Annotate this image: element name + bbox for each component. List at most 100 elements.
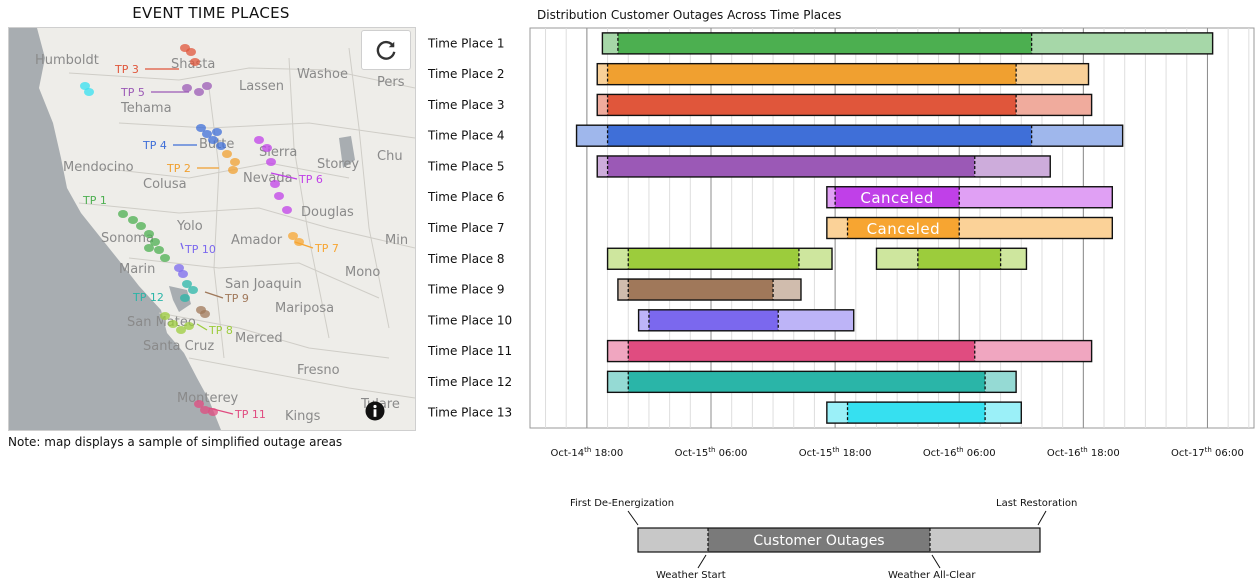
legend-all-clear-pointer <box>931 554 941 569</box>
bar-post-weather <box>985 371 1017 393</box>
county-border <box>208 87 225 359</box>
bar-outline <box>826 401 1022 424</box>
x-tick-label: Oct-14th 18:00 <box>550 446 623 459</box>
map-place-name: Monterey <box>177 391 239 406</box>
tp-label: TP 9 <box>224 292 249 305</box>
map-place-name: Mendocino <box>63 160 134 175</box>
bar-outline <box>606 339 1093 363</box>
map-place-name: Yolo <box>176 219 203 234</box>
outage-area <box>118 210 128 218</box>
county-border <box>68 67 415 89</box>
legend-post <box>930 528 1040 552</box>
map-place-name: Lassen <box>239 79 284 94</box>
outage-area <box>176 326 186 334</box>
canceled-label: Canceled <box>867 220 941 238</box>
bar-outage <box>607 155 975 177</box>
tp-arrow <box>270 172 298 180</box>
x-tick-label: Oct-15th 18:00 <box>799 446 872 459</box>
bar-pre-weather <box>597 155 608 177</box>
row-label: Time Place 5 <box>427 159 505 173</box>
bar-post-weather <box>798 248 833 270</box>
x-tick-label: Oct-16th 06:00 <box>923 446 996 459</box>
map-place-name: Nevada <box>243 171 293 186</box>
legend-outline <box>637 527 1041 553</box>
outage-area <box>212 128 222 136</box>
x-tick-date: Oct-14 <box>550 448 584 459</box>
bar-pre-weather <box>876 248 918 270</box>
refresh-button[interactable] <box>361 30 411 70</box>
map-place-name: Fresno <box>297 363 340 378</box>
outage-area <box>230 158 240 166</box>
tp-label: TP 8 <box>208 324 233 337</box>
outage-area <box>254 136 264 144</box>
bar-pre-weather <box>617 279 629 301</box>
outage-area <box>168 320 178 328</box>
bar-outage <box>628 279 774 301</box>
x-tick-sup: th <box>708 446 715 454</box>
map-place-name: Kings <box>285 409 321 424</box>
tp-label: TP 4 <box>142 139 167 152</box>
tp-label: TP 1 <box>82 194 107 207</box>
map-note: Note: map displays a sample of simplifie… <box>8 435 343 449</box>
outage-area <box>274 192 284 200</box>
bar-outage <box>648 309 779 331</box>
map-title: EVENT TIME PLACES <box>132 4 290 22</box>
info-icon[interactable] <box>365 401 385 421</box>
bar-outage <box>628 248 799 270</box>
tp-label: TP 5 <box>120 86 145 99</box>
outage-area <box>200 406 210 414</box>
map-place-name: Tehama <box>120 101 172 116</box>
outage-area <box>228 166 238 174</box>
row-label: Time Place 8 <box>427 252 505 266</box>
outage-area <box>80 82 90 90</box>
bar-outage <box>628 340 975 362</box>
outage-area <box>196 124 206 132</box>
bar-post-weather <box>778 309 854 331</box>
outage-area <box>202 82 212 90</box>
x-tick-date: Oct-17 <box>1171 448 1205 459</box>
bar-pre-weather <box>602 32 618 54</box>
map-place-name: Mariposa <box>275 301 334 316</box>
county-border <box>188 357 415 399</box>
county-border <box>158 312 390 359</box>
legend-all-clear-text: Weather All-Clear <box>888 570 976 581</box>
county-border <box>128 257 380 299</box>
bar-pre-weather <box>597 94 608 116</box>
bar-post-weather <box>974 155 1051 177</box>
outage-area <box>208 136 218 144</box>
county-border <box>118 122 415 139</box>
outage-area <box>182 280 192 288</box>
map-panel[interactable]: HumboldtShastaLassenWashoePersTehamaMend… <box>8 27 416 431</box>
bar-outline <box>637 309 855 332</box>
row-label: Time Place 1 <box>427 36 505 50</box>
bar-outline <box>596 93 1093 117</box>
row-label: Time Place 9 <box>427 283 505 297</box>
x-tick-time: 18:00 <box>1088 448 1120 459</box>
map-place-name: Douglas <box>301 205 354 220</box>
county-border <box>348 47 390 329</box>
x-tick-date: Oct-15 <box>675 448 709 459</box>
outage-area <box>154 246 164 254</box>
bar-pre-weather <box>826 402 848 424</box>
map-bay <box>169 286 191 312</box>
bar-outage <box>607 125 1032 147</box>
bar-outage <box>628 371 986 393</box>
outage-area <box>184 322 194 330</box>
map-place-name: Pers <box>377 75 405 90</box>
x-tick-label: Oct-17th 06:00 <box>1171 446 1244 459</box>
map-canvas[interactable]: HumboldtShastaLassenWashoePersTehamaMend… <box>9 28 415 430</box>
outage-area <box>194 88 204 96</box>
outage-area <box>174 264 184 272</box>
map-place-name: Min <box>385 233 408 248</box>
county-border <box>288 57 330 339</box>
tp-label: TP 10 <box>184 243 216 256</box>
outage-area <box>144 230 154 238</box>
outage-area <box>144 244 154 252</box>
bar-outline <box>606 247 833 270</box>
map-place-name: Washoe <box>297 67 348 82</box>
bar-pre-weather <box>638 309 649 331</box>
x-tick-sup: th <box>584 446 591 454</box>
map-place-name: Humboldt <box>35 53 99 68</box>
legend-first-text: First De-Energization <box>570 498 674 509</box>
tp-label: TP 3 <box>114 63 139 76</box>
